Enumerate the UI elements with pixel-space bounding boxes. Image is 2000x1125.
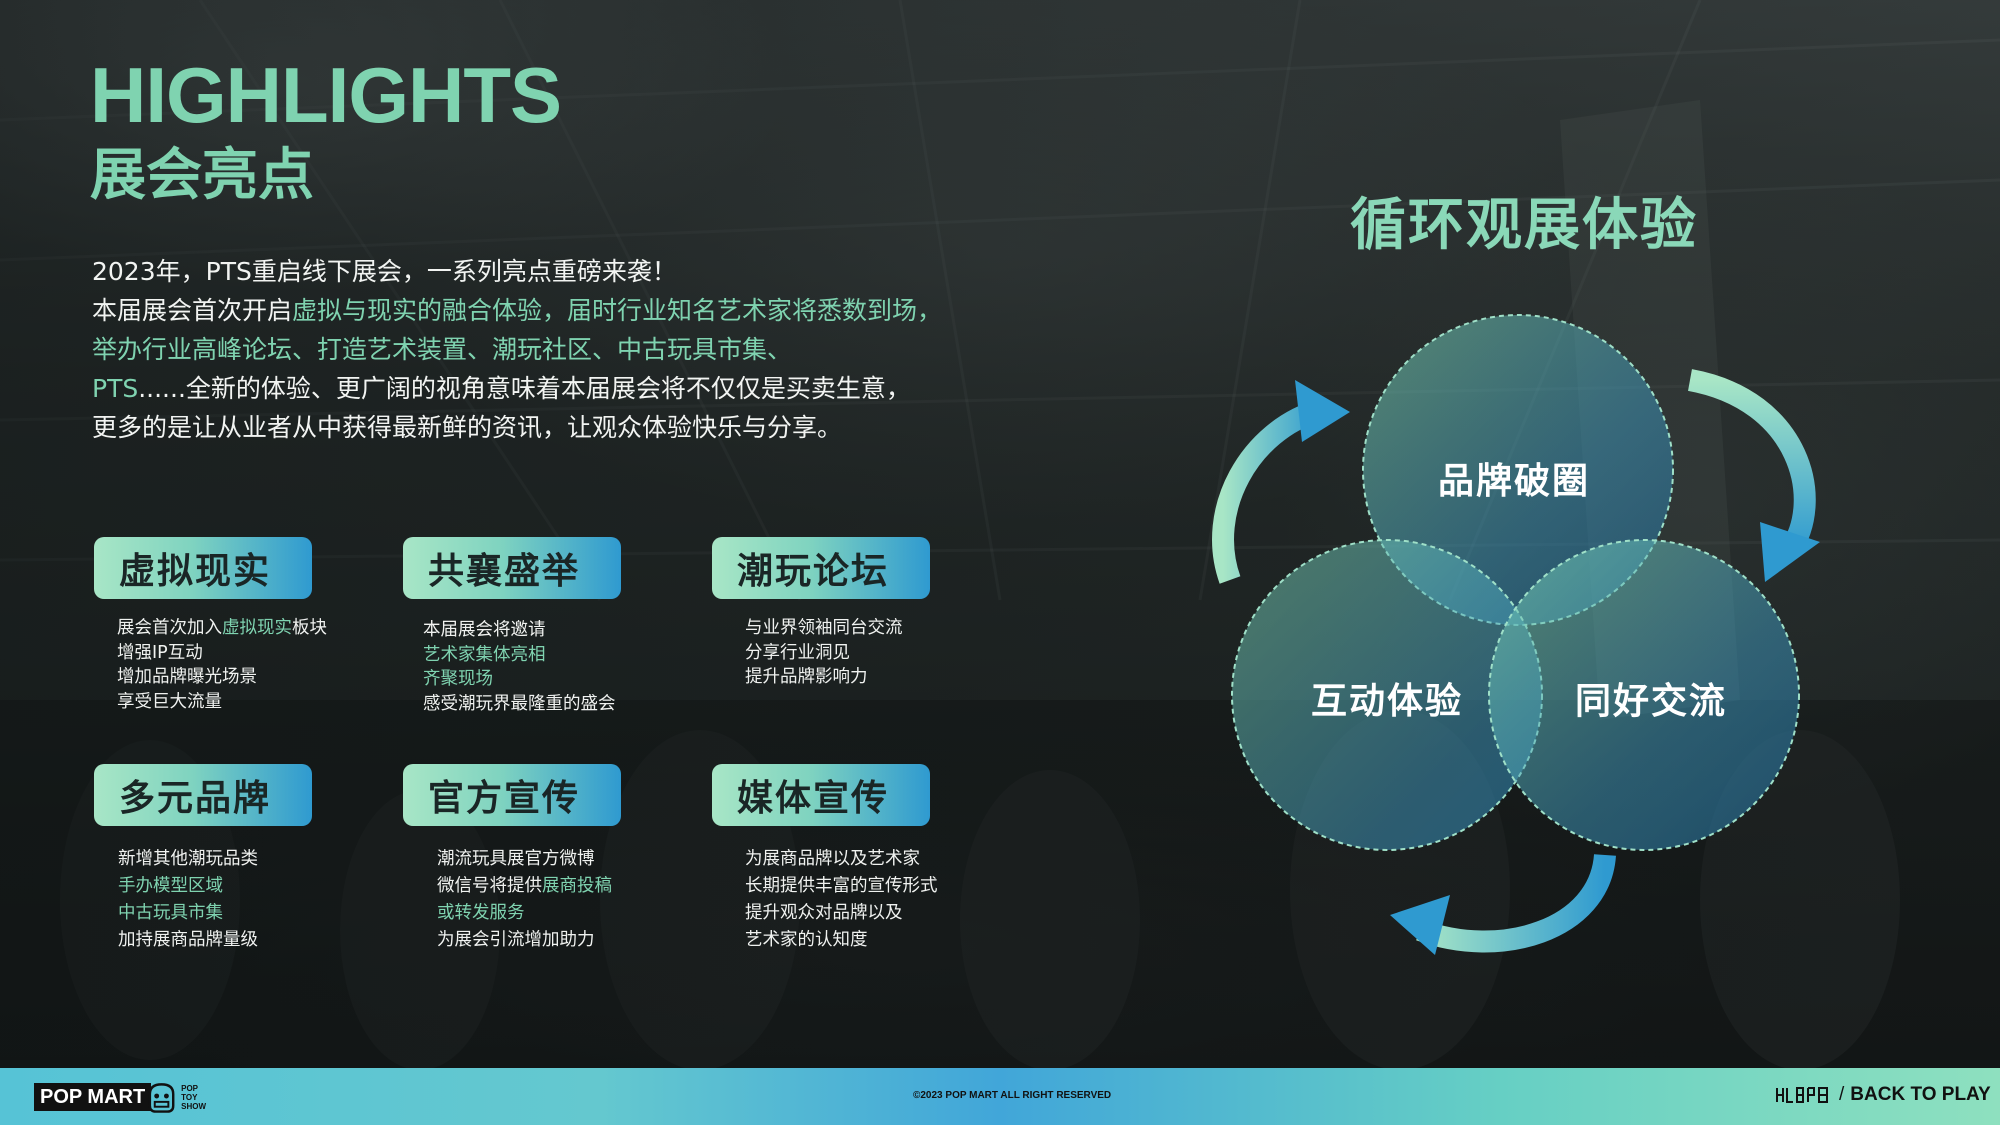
intro-line-4: PTS......全新的体验、更广阔的视角意味着本届展会将不仅仅是买卖生意， [92,369,1052,408]
intro-highlight: PTS [92,374,139,403]
intro-highlight: 虚拟与现实的融合体验，届时行业知名艺术家将悉数到场， [292,296,943,325]
desc-line: 潮流玩具展官方微博 [437,849,595,869]
desc-line: 或转发服务 [437,903,525,923]
desc-line: 为展会引流增加助力 [437,930,595,950]
desc-media-promo: 为展商品牌以及艺术家 长期提供丰富的宣传形式 提升观众对品牌以及 艺术家的认知度 [745,846,938,954]
tag-label: 官方宣传 [427,778,580,819]
desc-line: 艺术家集体亮相 [423,644,546,665]
desc-line: 感受潮玩界最隆重的盛会 [423,693,616,714]
desc-line: 手办模型区域 [118,876,223,896]
arrow-top-left-icon [1212,380,1350,584]
circle-community [1488,539,1800,851]
desc-line: 与业界领袖同台交流 [745,618,903,638]
circle-label-brand: 品牌破圈 [1438,461,1591,502]
tag-diverse-brands: 多元品牌 [94,764,312,826]
tag-virtual-reality: 虚拟现实 [94,537,312,599]
desc-line: 新增其他潮玩品类 [118,849,258,869]
desc-forum: 与业界领袖同台交流 分享行业洞见 提升品牌影响力 [745,616,903,690]
pts-mascot-icon [148,1083,175,1113]
footer-slash: / [1839,1084,1845,1105]
tag-gathering: 共襄盛举 [403,537,621,599]
intro-line-3: 举办行业高峰论坛、打造艺术装置、潮玩社区、中古玩具市集、 [92,335,793,364]
pts-logo-text: POP TOY SHOW [181,1083,206,1111]
desc-line: 本届展会将邀请 [423,620,546,640]
venn-diagram [1212,314,1820,955]
page-title-cn: 展会亮点 [90,143,314,208]
desc-line: 享受巨大流量 [117,691,222,712]
desc-line: 艺术家的认知度 [745,930,868,950]
page-title-en: HIGHLIGHTS [90,51,562,139]
intro-line-1: 2023年，PTS重启线下展会，一系列亮点重磅来袭！ [92,257,677,286]
copyright-text: ©2023 POP MART ALL RIGHT RESERVED [913,1090,1112,1101]
desc-line: 提升观众对品牌以及 [745,903,903,923]
desc-line: 齐聚现场 [423,669,493,689]
desc-line: 为展商品牌以及艺术家 [745,849,920,869]
intro-text: ......全新的体验、更广阔的视角意味着本届展会将不仅仅是买卖生意， [138,374,911,403]
tag-label: 媒体宣传 [736,778,889,819]
intro-paragraph: 2023年，PTS重启线下展会，一系列亮点重磅来袭！ 本届展会首次开启虚拟与现实… [92,252,1052,447]
desc-line: 增加品牌曝光场景 [117,667,257,687]
back-to-play-text: BACK TO PLAY [1850,1084,1991,1105]
desc-line: 中古玩具市集 [118,903,223,923]
intro-line-5: 更多的是让从业者从中获得最新鲜的资讯，让观众体验快乐与分享。 [92,413,843,442]
tag-label: 潮玩论坛 [736,551,889,592]
desc-line: 提升品牌影响力 [745,667,868,687]
desc-line: 长期提供丰富的宣传形式 [745,876,938,896]
footer-bar: POP MART POP TOY SHOW [0,1068,2000,1125]
desc-line: 加持展商品牌量级 [118,930,258,950]
tag-label: 虚拟现实 [118,551,271,592]
desc-line: 增强IP互动 [117,642,203,663]
intro-text: 本届展会首次开启 [92,296,293,325]
pts-logo: POP TOY SHOW [146,1080,206,1114]
desc-line: 分享行业洞见 [745,642,850,663]
popmart-logo: POP MART [34,1083,152,1111]
intro-line-2: 本届展会首次开启虚拟与现实的融合体验，届时行业知名艺术家将悉数到场， [92,291,1052,330]
desc-official-promo: 潮流玩具展官方微博 微信号将提供展商投稿 或转发服务 为展会引流增加助力 [437,846,612,954]
tag-label: 多元品牌 [118,778,271,819]
desc-diverse-brands: 新增其他潮玩品类 手办模型区域 中古玩具市集 加持展商品牌量级 [118,846,258,954]
arrow-top-right-icon [1687,369,1820,582]
dark-overlay [0,0,2000,1068]
cycle-title: 循环观展体验 [1350,193,1698,258]
circle-label-community: 同好交流 [1575,681,1728,722]
tag-official-promo: 官方宣传 [403,764,621,826]
arrow-bottom-icon [1390,853,1616,955]
back-to-play: / BACK TO PLAY [1775,1084,1991,1106]
desc-line: 展会首次加入虚拟现实板块 [117,618,327,638]
desc-gathering: 本届展会将邀请 艺术家集体亮相 齐聚现场 感受潮玩界最隆重的盛会 [423,618,616,716]
tuitui-logo-icon [1776,1087,1828,1103]
desc-line: 微信号将提供展商投稿 [437,876,612,896]
circle-label-interaction: 互动体验 [1311,681,1464,722]
tag-media-promo: 媒体宣传 [712,764,930,826]
tag-forum: 潮玩论坛 [712,537,930,599]
tag-label: 共襄盛举 [427,551,580,592]
desc-virtual-reality: 展会首次加入虚拟现实板块 增强IP互动 增加品牌曝光场景 享受巨大流量 [117,616,327,714]
